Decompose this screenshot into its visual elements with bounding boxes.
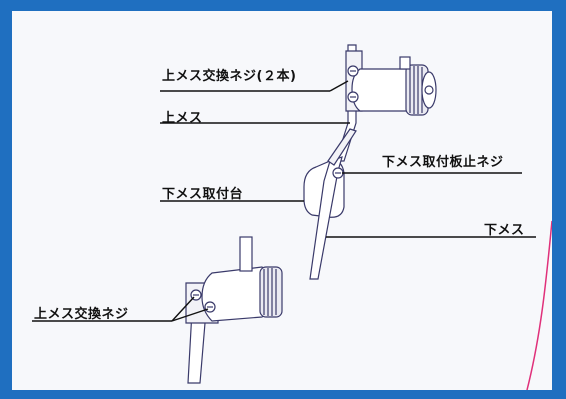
label-upper-blade-screw: 上メス交換ネジ — [34, 307, 129, 322]
accent-curve — [526, 220, 552, 390]
label-lower-blade-mount: 下メス取付台 — [162, 187, 244, 202]
diagram-svg — [32, 44, 552, 390]
diagram-panel: 上メス交換ネジ(２本) 上メス 下メス取付台 下メス取付板止ネジ 下メス 上メス… — [12, 11, 552, 390]
label-upper-blade: 上メス — [162, 111, 203, 126]
upper-assembly — [335, 44, 437, 162]
leader-lines — [32, 80, 536, 322]
lower-assembly — [303, 128, 357, 280]
label-lower-blade-plate-screw: 下メス取付板止ネジ — [382, 155, 504, 170]
label-lower-blade: 下メス — [484, 223, 525, 238]
bottom-assembly — [185, 236, 283, 384]
label-upper-blade-screws-2: 上メス交換ネジ(２本) — [162, 69, 297, 84]
